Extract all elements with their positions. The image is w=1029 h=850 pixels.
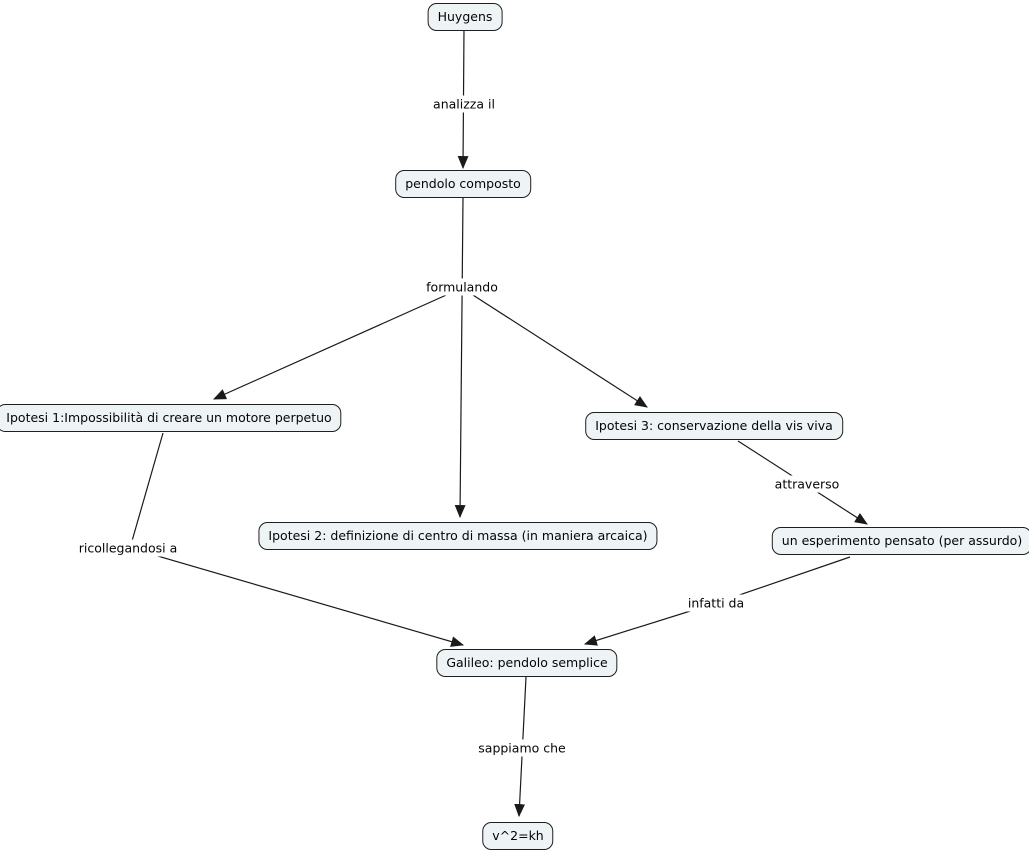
edge-formulando-to-ipotesi-2[interactable] xyxy=(454,197,466,519)
edge-formulando-to-ipotesi-1[interactable] xyxy=(213,287,463,400)
concept-node-esperimento-pensato[interactable]: un esperimento pensato (per assurdo) xyxy=(771,527,1029,555)
link-label-analizza-il[interactable]: analizza il xyxy=(429,95,499,113)
concept-node-ipotesi-1[interactable]: Ipotesi 1:Impossibilità di creare un mot… xyxy=(0,404,342,432)
link-label-infatti-da[interactable]: infatti da xyxy=(683,594,749,612)
concept-node-pendolo-composto[interactable]: pendolo composto xyxy=(395,170,531,198)
concept-node-galileo-pendolo-semplice[interactable]: Galileo: pendolo semplice xyxy=(436,649,618,677)
link-label-sappiamo-che[interactable]: sappiamo che xyxy=(474,739,570,757)
link-label-ricollegandosi-a[interactable]: ricollegandosi a xyxy=(74,539,182,557)
concept-node-huygens[interactable]: Huygens xyxy=(427,3,503,31)
concept-node-ipotesi-3[interactable]: Ipotesi 3: conservazione della vis viva xyxy=(585,412,843,440)
link-label-attraverso[interactable]: attraverso xyxy=(770,475,844,493)
link-label-formulando[interactable]: formulando xyxy=(422,278,502,296)
concept-node-ipotesi-2[interactable]: Ipotesi 2: definizione di centro di mass… xyxy=(258,522,658,550)
edge-formulando-to-ipotesi-3[interactable] xyxy=(461,287,648,408)
concept-node-formula-v2kh[interactable]: v^2=kh xyxy=(482,822,554,850)
